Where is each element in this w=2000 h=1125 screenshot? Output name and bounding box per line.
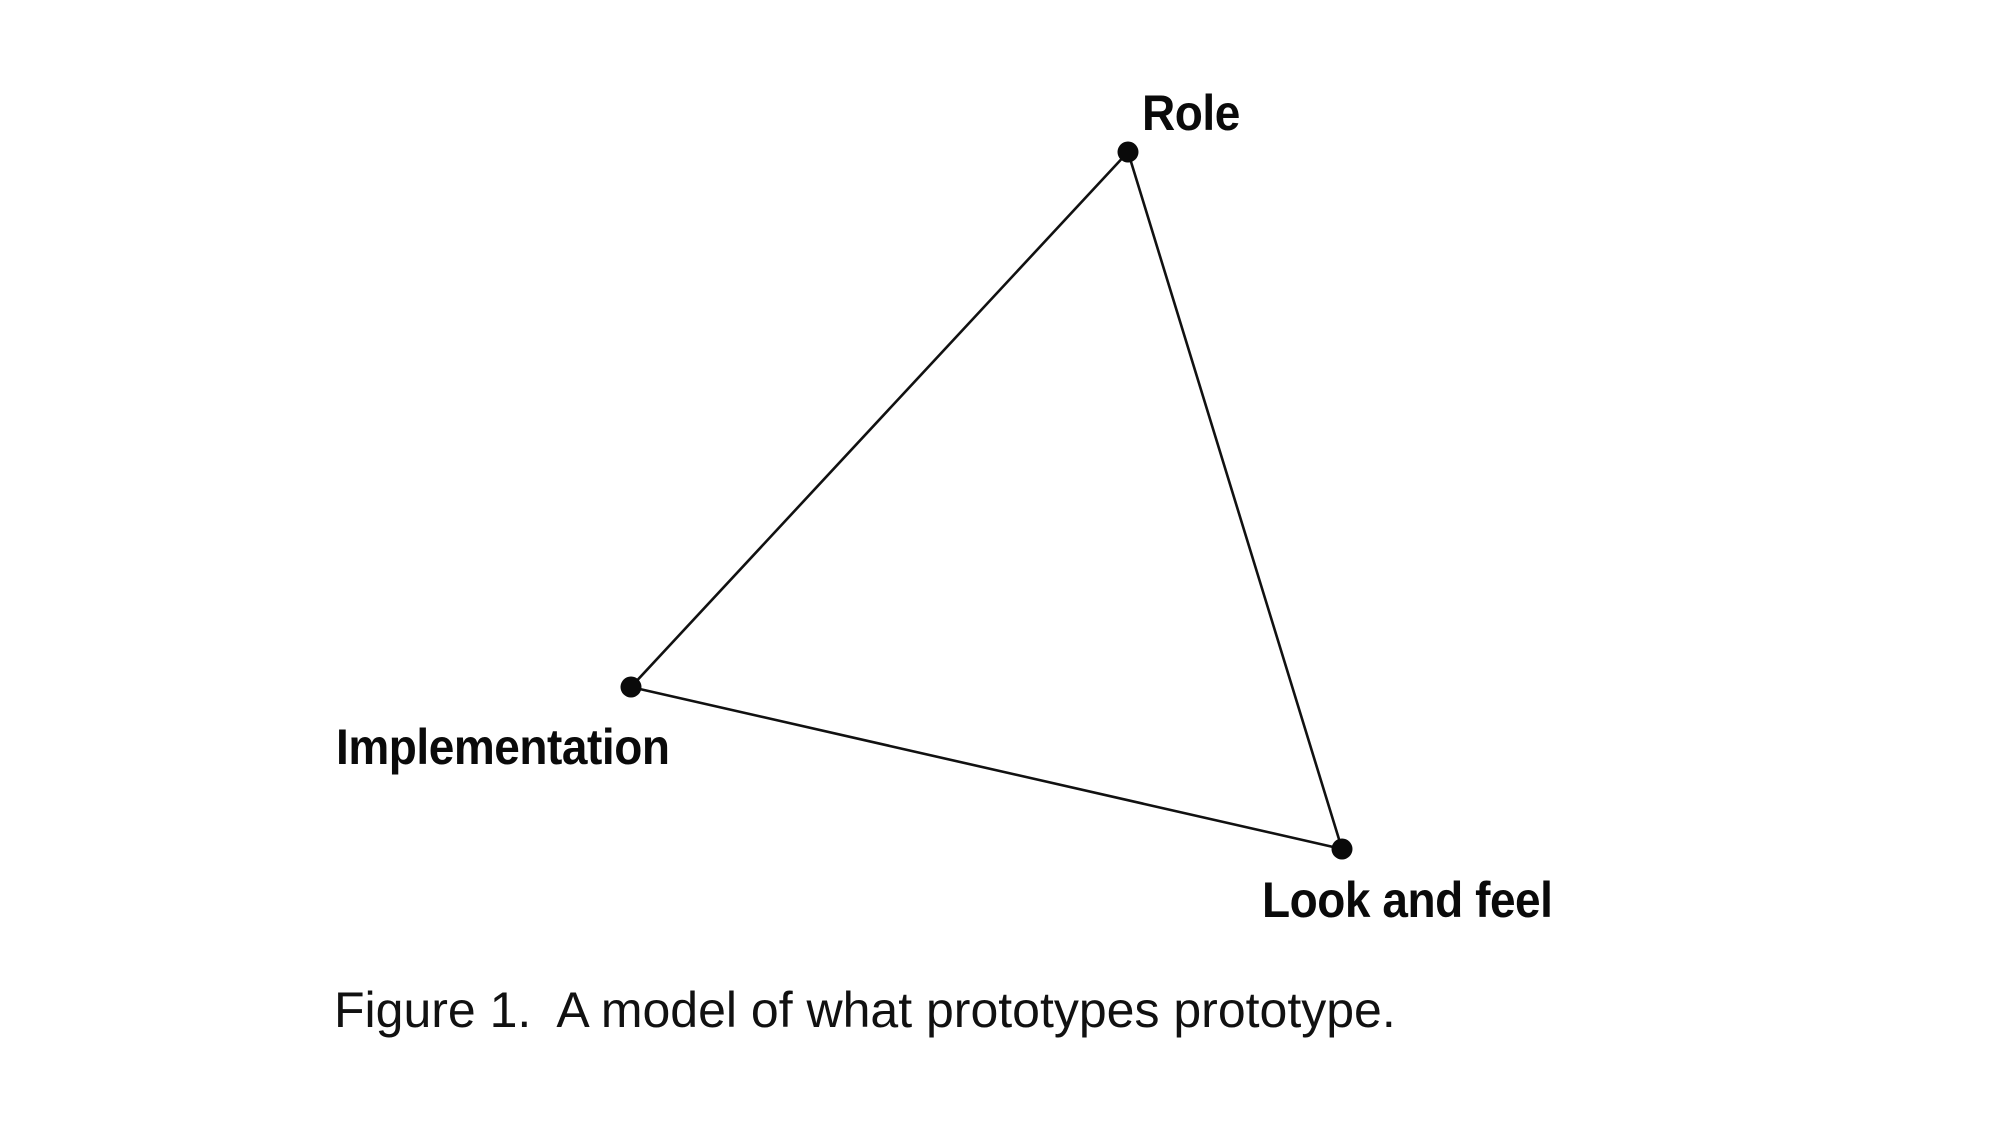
vertex-dot-role [1117,141,1139,163]
vertex-dot-implementation [620,676,642,698]
edge-role-implementation [629,150,1130,689]
edge-role-look-and-feel [1126,150,1344,851]
triangle-vertices [620,141,1353,860]
triangle-edges [629,150,1344,851]
edge-implementation-look-and-feel [629,685,1344,851]
vertex-label-look-and-feel: Look and feel [1262,872,1553,928]
figure-caption: Figure 1. A model of what prototypes pro… [334,982,1396,1038]
vertex-label-role: Role [1142,85,1240,141]
vertex-label-implementation: Implementation [336,719,670,775]
vertex-dot-look-and-feel [1331,838,1353,860]
